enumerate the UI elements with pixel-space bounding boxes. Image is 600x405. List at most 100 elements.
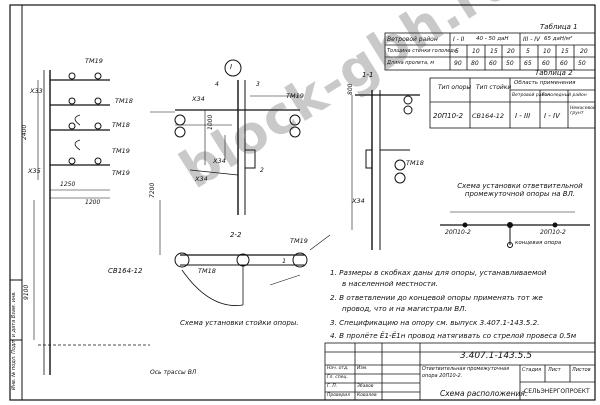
table1-span-v7: 60 [560,60,568,67]
stamp-name1: Изм. [357,366,368,371]
label-num-4: 4 [215,81,219,88]
stamp-sheets: Листов [572,367,591,373]
stamp-role3: Г. П. [327,384,338,389]
stamp-role2: Гл. спец. [327,375,348,380]
stamp-name2: Збавов [357,384,374,389]
stamp-desc: Ответвительная промежуточная опора 20П10… [422,366,510,379]
label-x34-a: Х34 [192,95,205,103]
label-vl-axis: Ось трассы ВЛ [150,369,197,376]
stamp-code: 3.407.1-143.5.5 [460,351,532,361]
label-tm18-a: ТМ18 [115,97,133,105]
label-tm18-b: ТМ18 [112,121,130,129]
dim-800: 800 [347,83,354,95]
sheet-frame [9,4,596,401]
table1-ice-v8: 20 [580,48,588,55]
table2-title: Таблица 2 [535,69,573,77]
label-num-2: 2 [260,167,264,174]
table2-row-type: 20П10-2 [433,112,464,120]
table2-col-type: Тип опоры [438,84,472,91]
stamp-title: Схема расположения. [440,389,528,398]
table1-ice-v2: 10 [472,48,480,55]
table1-wind-label: Ветровой район [387,36,438,43]
table1-zone-a: I - II [453,36,465,43]
dim-1000: 1000 [207,114,214,130]
label-tm19-d: ТМ19 [286,92,304,100]
table1-ice-v1: 5 [455,48,459,55]
table2-col-ice: Гололедный район [542,93,587,98]
stamp-stage: Стадия [522,367,542,373]
table1-zone-c: III - IV [523,36,541,43]
view-i-label: I [230,63,233,71]
note-2a: 2. В ответвлении до концевой опоры приме… [330,293,543,302]
label-x34-b: Х34 [213,157,226,165]
label-x35: Х35 [28,167,41,175]
table1-zone-b: 40 - 50 даН [476,36,509,42]
note-3: 3. Спецификацию на опору см. выпуск 3.40… [330,318,540,327]
table1-ice-v3: 15 [490,48,498,55]
caption-branch-scheme: Схема установки ответвительной промежуто… [457,182,583,199]
dim-7200: 7200 [149,182,156,198]
table1-span-v6: 60 [542,60,550,67]
stamp-role1: Нач. отд. [327,366,349,371]
dim-1200: 1200 [85,199,101,206]
view-i-detail [150,59,301,255]
table2-grid [429,77,596,129]
table2-row-post: СВ164-12 [472,112,505,120]
table1-ice-v7: 15 [561,48,569,55]
table1-span-v4: 50 [506,60,514,67]
table1-ice-v4: 20 [507,48,515,55]
table1-span-label: Длина пролета, м [387,60,434,66]
label-tm18-e: ТМ18 [406,159,424,167]
table1-grid [384,32,596,71]
table1-span-v5: 65 [524,60,532,67]
stamp-sheet: Лист [548,367,561,373]
table1-span-v1: 90 [454,60,462,67]
stamp-name3: Ковалев [357,393,377,398]
table2-col-wind: Ветровой район [512,93,551,98]
note-1b: в населенной местности. [342,279,438,288]
title-block [324,342,596,401]
branch-end-support: концевая опора [515,240,562,246]
table1-ice-v5: 5 [526,48,530,55]
dim-1250: 1250 [60,181,76,188]
label-tm19-a: ТМ19 [85,57,103,65]
label-tm18-d: ТМ18 [198,267,216,275]
caption-post-install: Схема установки стойки опоры. [180,319,299,327]
note-2b: провод, что и на магистрали ВЛ. [342,304,467,313]
table1-span-v2: 80 [471,60,479,67]
branch-scheme [440,211,590,248]
branch-label-b: 20П10-2 [540,229,566,236]
section-11 [351,90,420,250]
label-num-1: 1 [282,257,287,265]
dim-2400: 2400 [21,124,28,140]
section-22-label: 2-2 [230,231,242,239]
section-11-label: 1-1 [362,71,374,79]
section-22-plan [174,252,308,306]
label-post: СВ164-12 [108,267,143,275]
branch-label-a: 20П10-2 [445,229,471,236]
table2-row-note: Немасевой грунт [570,106,596,117]
stamp-role4: Проверил [327,393,351,398]
table1-span-v3: 60 [489,60,497,67]
label-num-3: 3 [256,81,260,88]
pole-elevation [33,70,150,375]
table2-col-area: Область применения [514,80,576,86]
note-1a: 1. Размеры в скобках даны для опоры, уст… [330,268,547,277]
stamp-org: СЕЛЬЭНЕРГОПРОЕКТ [524,388,590,395]
table1-ice-v6: 10 [543,48,551,55]
side-stamp: Инв. № подл. Подп. и дата Взам. инв. [11,291,17,390]
label-x33: Х33 [30,87,43,95]
table1-zone-d: 65 даН/м² [544,36,573,42]
dim-9100: 9100 [23,284,30,300]
label-tm19-b: ТМ19 [112,147,130,155]
table2-row-wind: I - III [515,112,531,120]
table1-ice-label: Толщина стенки гололеда [387,48,457,54]
note-4: 4. В пролёте Ё1-Ё1н провод натягивать со… [330,331,577,340]
table2-row-ice: I - IV [544,112,560,120]
label-x34-d: Х34 [352,197,365,205]
label-tm19-c: ТМ19 [112,169,130,177]
table1-span-v8: 50 [578,60,586,67]
table1-title: Таблица 1 [540,23,578,31]
